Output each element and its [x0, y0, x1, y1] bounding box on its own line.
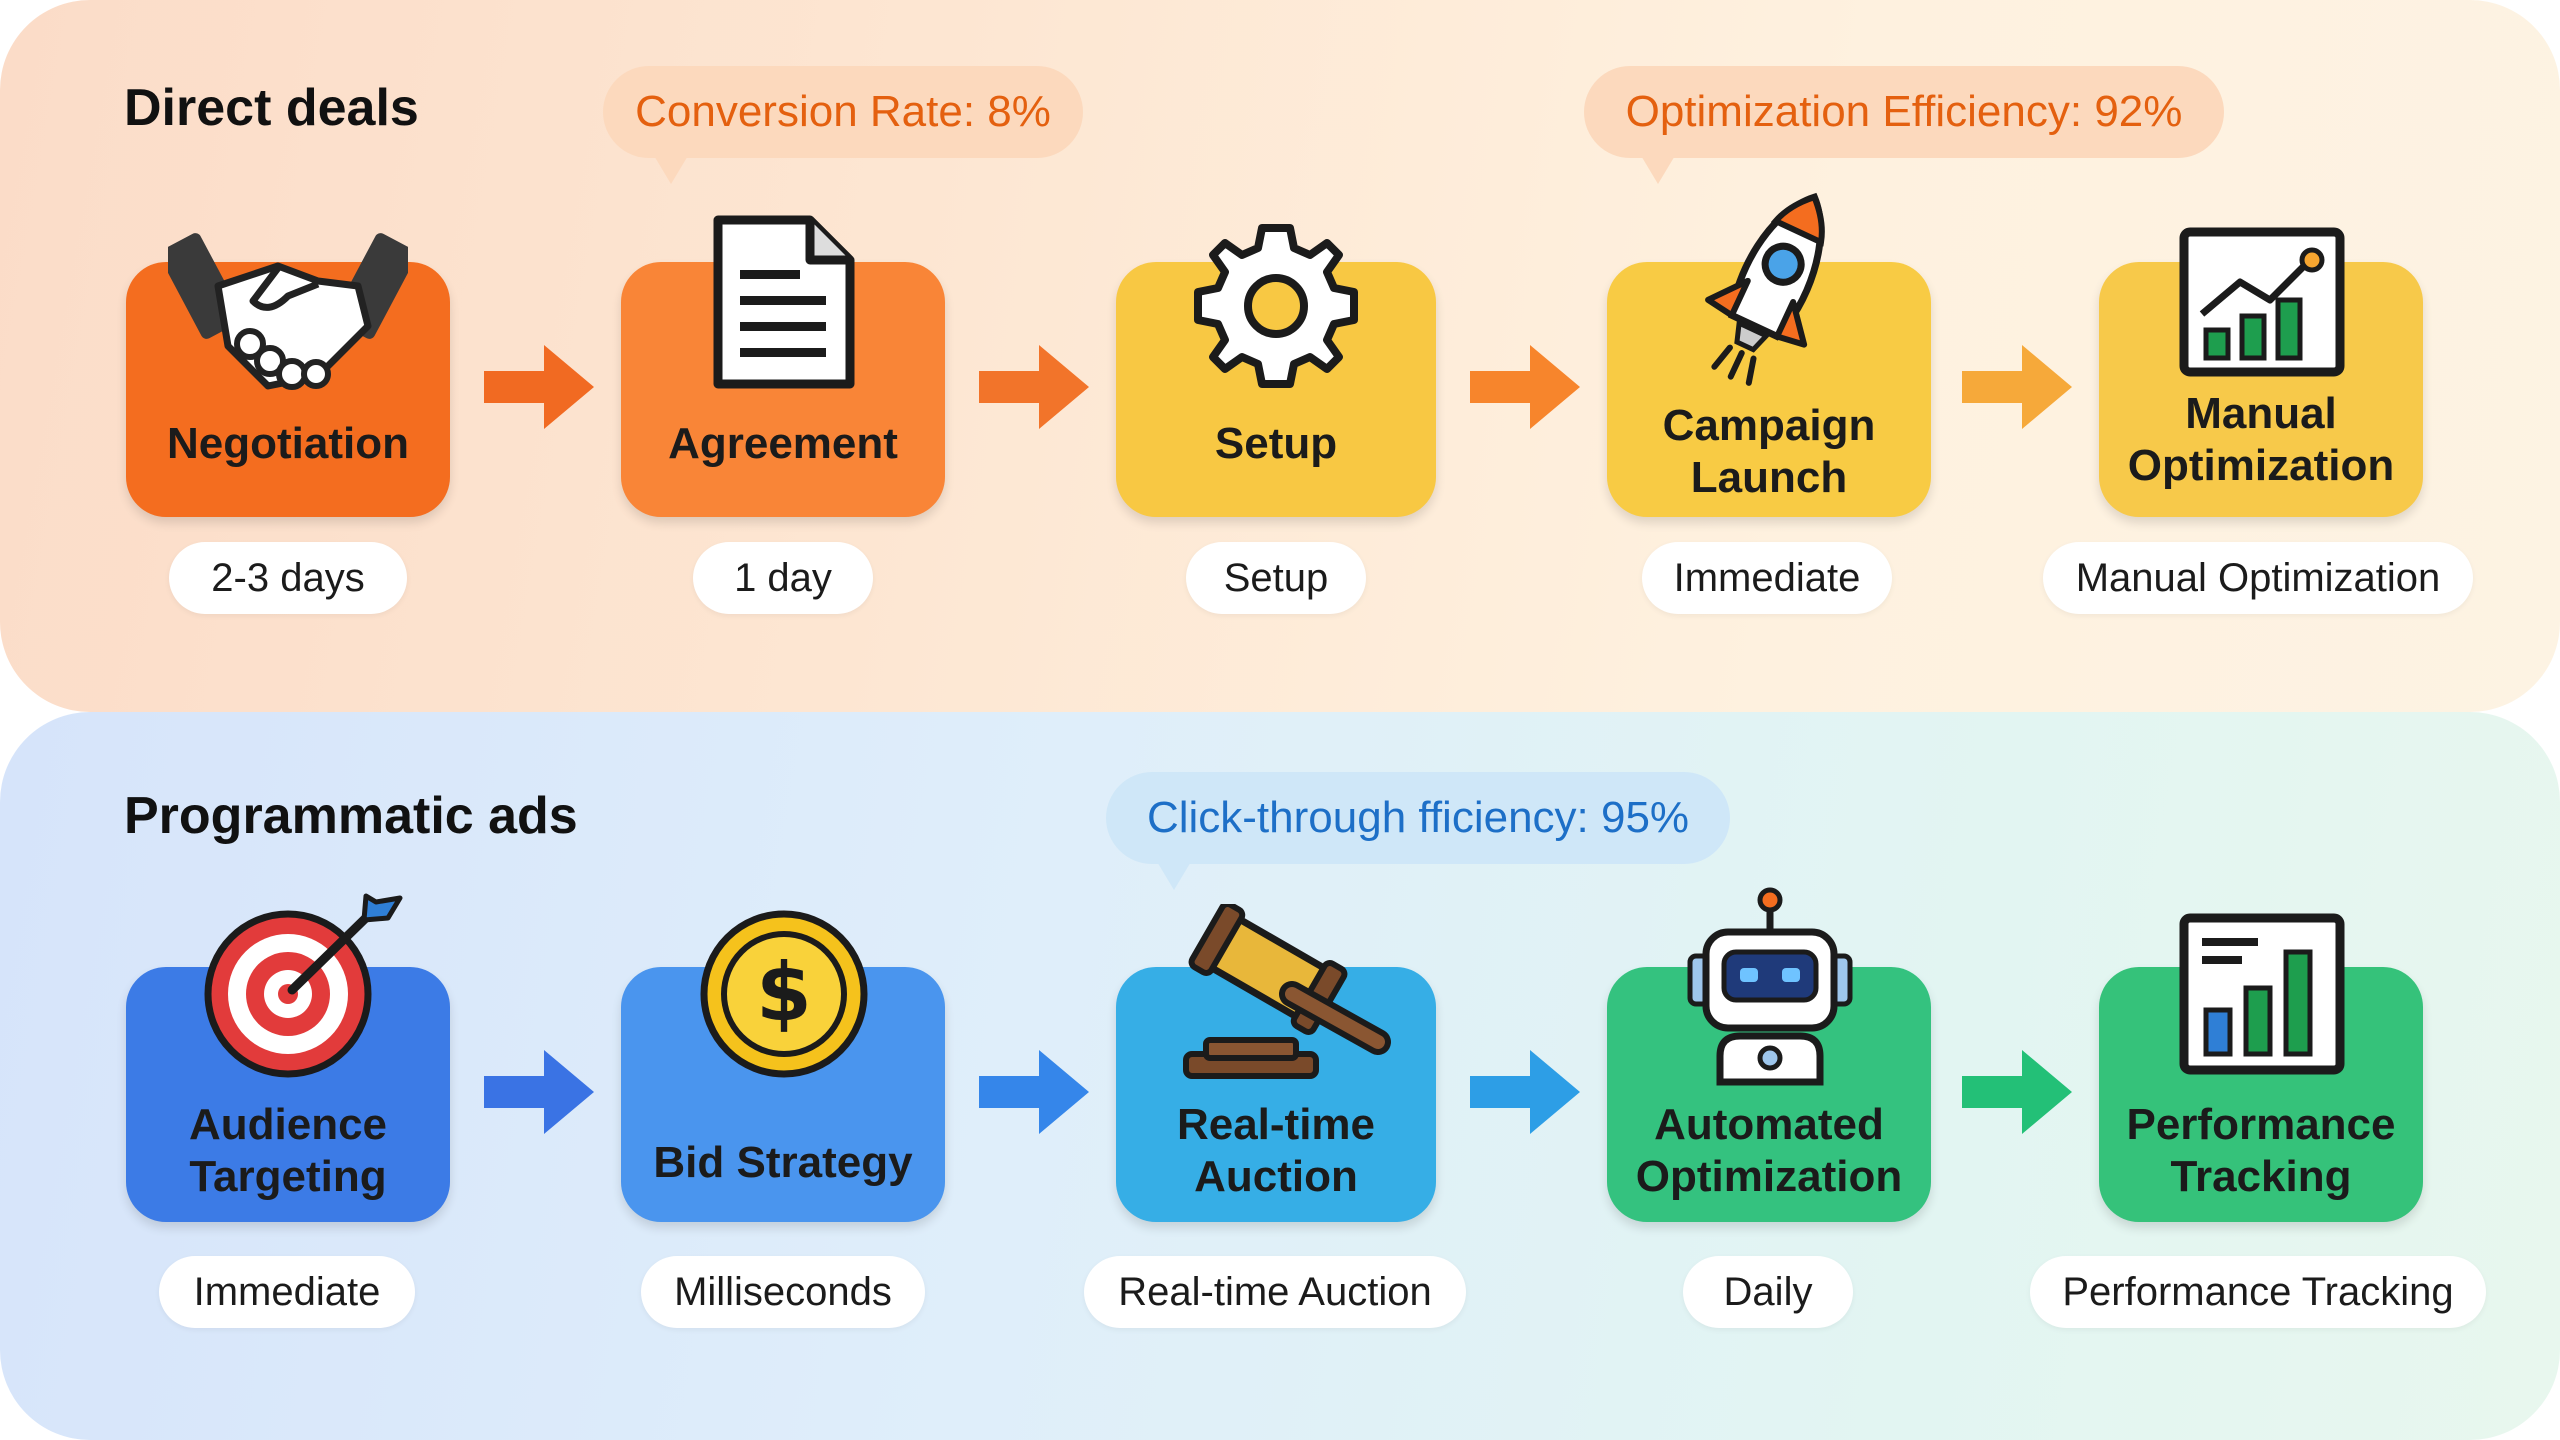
flow-arrow-icon — [979, 345, 1089, 429]
step-label: Agreement — [668, 419, 898, 468]
optimization-efficiency-callout: Optimization Efficiency: 92% — [1584, 66, 2224, 184]
conversion-rate-callout: Conversion Rate: 8% — [603, 66, 1083, 184]
callout-tail — [1156, 860, 1192, 890]
handshake-icon — [168, 226, 408, 396]
flow-arrow-icon — [1962, 1050, 2072, 1134]
target-icon — [196, 884, 408, 1080]
direct-deals-panel: Direct deals Conversion Rate: 8% Optimiz… — [0, 0, 2560, 712]
duration-pill: Daily — [1683, 1256, 1853, 1328]
step-label: Audience Targeting — [188, 1100, 388, 1201]
step-label: Real-time Auction — [1176, 1100, 1376, 1201]
flow-arrow-icon — [1470, 1050, 1580, 1134]
step-label: Performance Tracking — [2126, 1100, 2396, 1201]
step-label: Manual Optimization — [2127, 389, 2395, 490]
robot-icon — [1680, 886, 1860, 1086]
duration-pill: 1 day — [693, 542, 873, 614]
svg-text:$: $ — [756, 946, 812, 1039]
callout-tail — [1640, 154, 1676, 184]
document-icon — [710, 212, 858, 392]
step-label: Campaign Launch — [1662, 401, 1876, 502]
programmatic-ads-panel: Programmatic ads Click-through fficiency… — [0, 712, 2560, 1440]
step-label: Automated Optimization — [1635, 1100, 1903, 1201]
rocket-icon — [1688, 180, 1858, 392]
gear-icon — [1192, 222, 1360, 390]
programmatic-ads-title: Programmatic ads — [124, 787, 578, 845]
flow-arrow-icon — [484, 345, 594, 429]
click-through-efficiency-text: Click-through fficiency: 95% — [1146, 793, 1690, 842]
duration-pill: Manual Optimization — [2043, 542, 2473, 614]
flow-arrow-icon — [1962, 345, 2072, 429]
duration-pill: Setup — [1186, 542, 1366, 614]
bar-chart-icon — [2178, 912, 2346, 1078]
step-label: Setup — [1214, 419, 1338, 468]
gavel-icon — [1172, 904, 1392, 1084]
conversion-rate-text: Conversion Rate: 8% — [635, 87, 1051, 136]
step-real-time-auction: Real-time Auction — [1116, 967, 1436, 1222]
direct-deals-title: Direct deals — [124, 79, 419, 137]
duration-pill: Real-time Auction — [1084, 1256, 1466, 1328]
chart-line-icon — [2178, 226, 2346, 378]
duration-pill: 2-3 days — [169, 542, 407, 614]
callout-tail — [653, 154, 689, 184]
flow-arrow-icon — [979, 1050, 1089, 1134]
flow-arrow-icon — [1470, 345, 1580, 429]
click-through-efficiency-callout: Click-through fficiency: 95% — [1106, 772, 1730, 890]
step-label: Negotiation — [167, 419, 409, 468]
duration-pill: Performance Tracking — [2030, 1256, 2486, 1328]
duration-pill: Immediate — [1642, 542, 1892, 614]
flow-arrow-icon — [484, 1050, 594, 1134]
duration-pill: Milliseconds — [641, 1256, 925, 1328]
optimization-efficiency-text: Optimization Efficiency: 92% — [1625, 87, 2183, 136]
step-label: Bid Strategy — [653, 1138, 913, 1187]
duration-pill: Immediate — [159, 1256, 415, 1328]
dollar-coin-icon: $ — [698, 908, 870, 1080]
